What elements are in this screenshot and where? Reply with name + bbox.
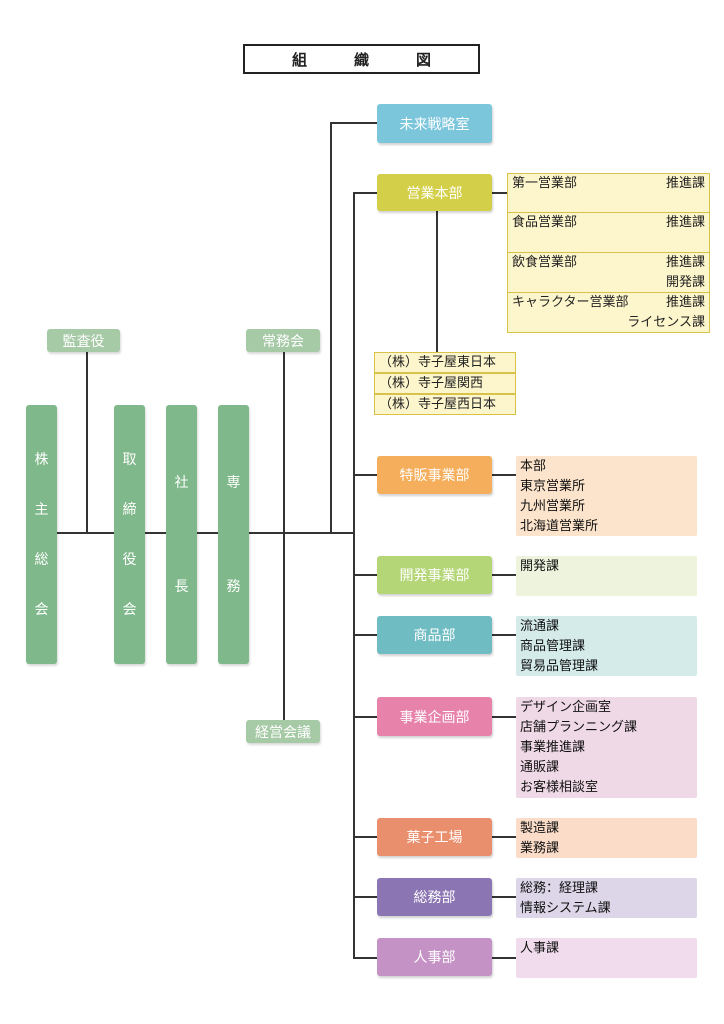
special-sales-node: 特販事業部	[377, 456, 492, 494]
planning-panel: デザイン企画室 店舗プランニング課 事業推進課 通販課 お客様相談室	[516, 697, 697, 798]
connector-sales-hq	[353, 192, 377, 194]
factory-panel: 製造課 業務課	[516, 818, 697, 858]
subsidiary-item: （株）寺子屋西日本	[374, 394, 516, 415]
connector-planning-panel	[492, 716, 516, 718]
connector-auditor-vertical	[86, 352, 88, 533]
sales-unit: 食品営業部 推進課	[507, 212, 710, 253]
managing-director-node: 専 務	[218, 405, 249, 664]
connector-general-affairs	[353, 896, 377, 898]
shareholders-meeting-node: 株 主 総 会	[26, 405, 57, 664]
panel-item: 開発課	[520, 559, 560, 574]
pillar-char: 取	[122, 451, 137, 468]
sales-unit-dept: 第一営業部	[512, 176, 578, 191]
pillar-char: 主	[34, 501, 49, 518]
sales-unit: 飲食営業部 推進課 開発課	[507, 252, 710, 293]
sales-unit-dept: 飲食営業部	[512, 255, 578, 270]
pillar-char: 長	[174, 578, 189, 595]
panel-item: 通販課	[520, 760, 560, 775]
pillar-char: 専	[226, 474, 241, 491]
sales-hq-units-box: 第一営業部推進課 食品営業部推進課 飲食営業部推進課 開発課 キャラクター営業部…	[507, 173, 710, 333]
development-panel: 開発課	[516, 556, 697, 596]
sales-unit-dept: キャラクター営業部	[512, 295, 629, 310]
connector-factory	[353, 836, 377, 838]
connector-development	[353, 574, 377, 576]
connector-council-vertical	[283, 352, 285, 720]
connector-future-vertical	[330, 122, 332, 534]
sales-unit-section: 推進課	[665, 255, 705, 270]
panel-item: 情報システム課	[520, 901, 611, 916]
sales-unit-section: 推進課	[665, 295, 705, 310]
special-sales-panel: 本部 東京営業所 九州営業所 北海道営業所	[516, 456, 697, 536]
connector-planning	[353, 716, 377, 718]
panel-item: 総務：経理課	[520, 881, 599, 896]
panel-item: お客様相談室	[520, 780, 599, 795]
development-node: 開発事業部	[377, 556, 492, 594]
panel-item: 流通課	[520, 619, 560, 634]
management-meeting-node: 経営会議	[246, 720, 320, 743]
connector-factory-panel	[492, 836, 516, 838]
sales-unit-section: ライセンス課	[627, 315, 705, 330]
connector-hr-panel	[492, 957, 516, 959]
connector-special-sales	[353, 474, 377, 476]
executive-committee-node: 常務会	[246, 329, 320, 352]
board-of-directors-node: 取 締 役 会	[114, 405, 145, 664]
panel-item: 東京営業所	[520, 479, 586, 494]
page-title: 組 織 図	[243, 44, 480, 74]
pillar-char: 役	[122, 551, 137, 568]
panel-item: 業務課	[520, 841, 560, 856]
panel-item: 事業推進課	[520, 740, 586, 755]
connector-general-affairs-panel	[492, 896, 516, 898]
auditor-node: 監査役	[47, 329, 120, 352]
connector-sales-hq-units	[492, 192, 507, 194]
hr-node: 人事部	[377, 938, 492, 976]
panel-item: 本部	[520, 459, 547, 474]
hr-panel: 人事課	[516, 938, 697, 978]
panel-item: 貿易品管理課	[520, 659, 599, 674]
pillar-char: 株	[34, 451, 49, 468]
panel-item: 店舗プランニング課	[520, 720, 638, 735]
pillar-char: 総	[34, 551, 49, 568]
connector-development-panel	[492, 574, 516, 576]
connector-special-sales-panel	[492, 474, 516, 476]
factory-node: 菓子工場	[377, 818, 492, 856]
connector-future-horizontal	[330, 122, 377, 124]
future-strategy-office-node: 未来戦略室	[377, 104, 492, 143]
subsidiary-item: （株）寺子屋東日本	[374, 352, 516, 373]
connector-products	[353, 634, 377, 636]
general-affairs-node: 総務部	[377, 878, 492, 916]
pillar-char: 会	[122, 601, 137, 618]
panel-item: 人事課	[520, 941, 560, 956]
subsidiary-item: （株）寺子屋関西	[374, 373, 516, 394]
panel-item: デザイン企画室	[520, 700, 612, 715]
panel-item: 製造課	[520, 821, 560, 836]
panel-item: 商品管理課	[520, 639, 586, 654]
pillar-char: 会	[34, 601, 49, 618]
sales-unit-section: 推進課	[665, 176, 705, 191]
planning-node: 事業企画部	[377, 697, 492, 736]
panel-item: 九州営業所	[520, 499, 586, 514]
pillar-char: 務	[226, 578, 241, 595]
products-panel: 流通課 商品管理課 貿易品管理課	[516, 616, 697, 676]
panel-item: 北海道営業所	[520, 519, 599, 534]
connector-subsidiaries	[436, 211, 438, 352]
connector-products-panel	[492, 634, 516, 636]
sales-unit-dept: 食品営業部	[512, 215, 578, 230]
pillar-char: 締	[122, 501, 137, 518]
sales-unit-section: 推進課	[665, 215, 705, 230]
connector-hr	[353, 957, 377, 959]
pillar-char: 社	[174, 474, 189, 491]
sales-hq-node: 営業本部	[377, 174, 492, 211]
sales-unit: 第一営業部 推進課	[507, 173, 710, 213]
products-node: 商品部	[377, 616, 492, 654]
sales-unit-section: 開発課	[665, 275, 705, 290]
president-node: 社 長	[166, 405, 197, 664]
connector-main-horizontal	[57, 532, 354, 534]
general-affairs-panel: 総務：経理課 情報システム課	[516, 878, 697, 918]
sales-unit: キャラクター営業部 推進課 ライセンス課	[507, 292, 710, 333]
